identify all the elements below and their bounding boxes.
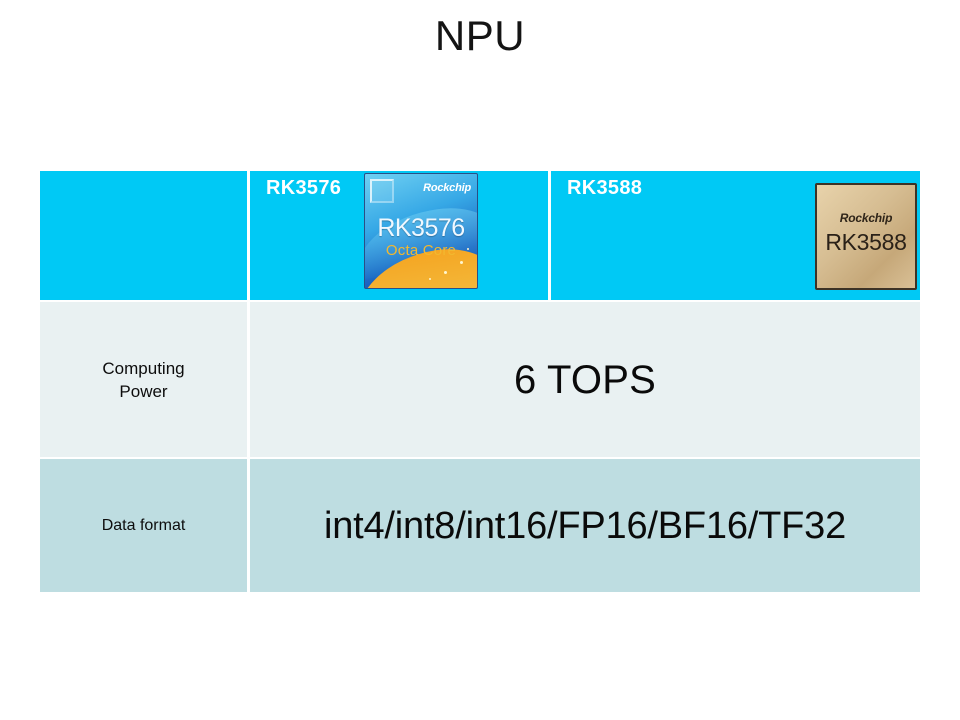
row-value-text: int4/int8/int16/FP16/BF16/TF32 xyxy=(323,504,847,547)
row-value-data-format: int4/int8/int16/FP16/BF16/TF32 xyxy=(250,459,920,592)
row-label-text: Data format xyxy=(101,517,186,534)
table-row: Data format int4/int8/int16/FP16/BF16/TF… xyxy=(40,459,920,592)
row-value-computing-power: 6 TOPS xyxy=(250,302,920,457)
npu-comparison-table: RK3576 Rockchip RK3576 Octa Core RK3588 … xyxy=(40,171,920,592)
page-title: NPU xyxy=(434,12,526,59)
chip-corner-notch-icon xyxy=(370,179,394,203)
chip-sparkle-icon xyxy=(467,248,469,250)
rockchip-logo-text: Rockchip xyxy=(839,211,893,225)
chip-subtitle-octa-core: Octa Core xyxy=(385,242,457,259)
chip-part-number-rk3588: RK3588 xyxy=(825,229,907,255)
table-row: Computing Power 6 TOPS xyxy=(40,302,920,457)
chip-sparkle-icon xyxy=(429,278,431,280)
chip-sparkle-icon xyxy=(460,261,463,264)
header-cell-rk3588: RK3588 Rockchip RK3588 xyxy=(551,171,920,300)
header-label-rk3576: RK3576 xyxy=(266,177,342,199)
chip-image-rk3576: Rockchip RK3576 Octa Core xyxy=(364,173,478,289)
header-cell-rk3576: RK3576 Rockchip RK3576 Octa Core xyxy=(250,171,548,300)
row-label-computing-power: Computing Power xyxy=(40,302,247,457)
chip-part-number-rk3576: RK3576 xyxy=(377,214,465,242)
row-value-text: 6 TOPS xyxy=(513,357,657,402)
row-label-text: Computing Power xyxy=(102,358,185,401)
chip-image-rk3588: Rockchip RK3588 xyxy=(815,183,917,290)
chip-sparkle-icon xyxy=(444,271,447,274)
row-label-data-format: Data format xyxy=(40,459,247,592)
table-header-row: RK3576 Rockchip RK3576 Octa Core RK3588 … xyxy=(40,171,920,300)
rockchip-logo-text: Rockchip xyxy=(423,182,471,194)
header-label-rk3588: RK3588 xyxy=(567,177,643,199)
header-cell-label-column xyxy=(40,171,247,300)
